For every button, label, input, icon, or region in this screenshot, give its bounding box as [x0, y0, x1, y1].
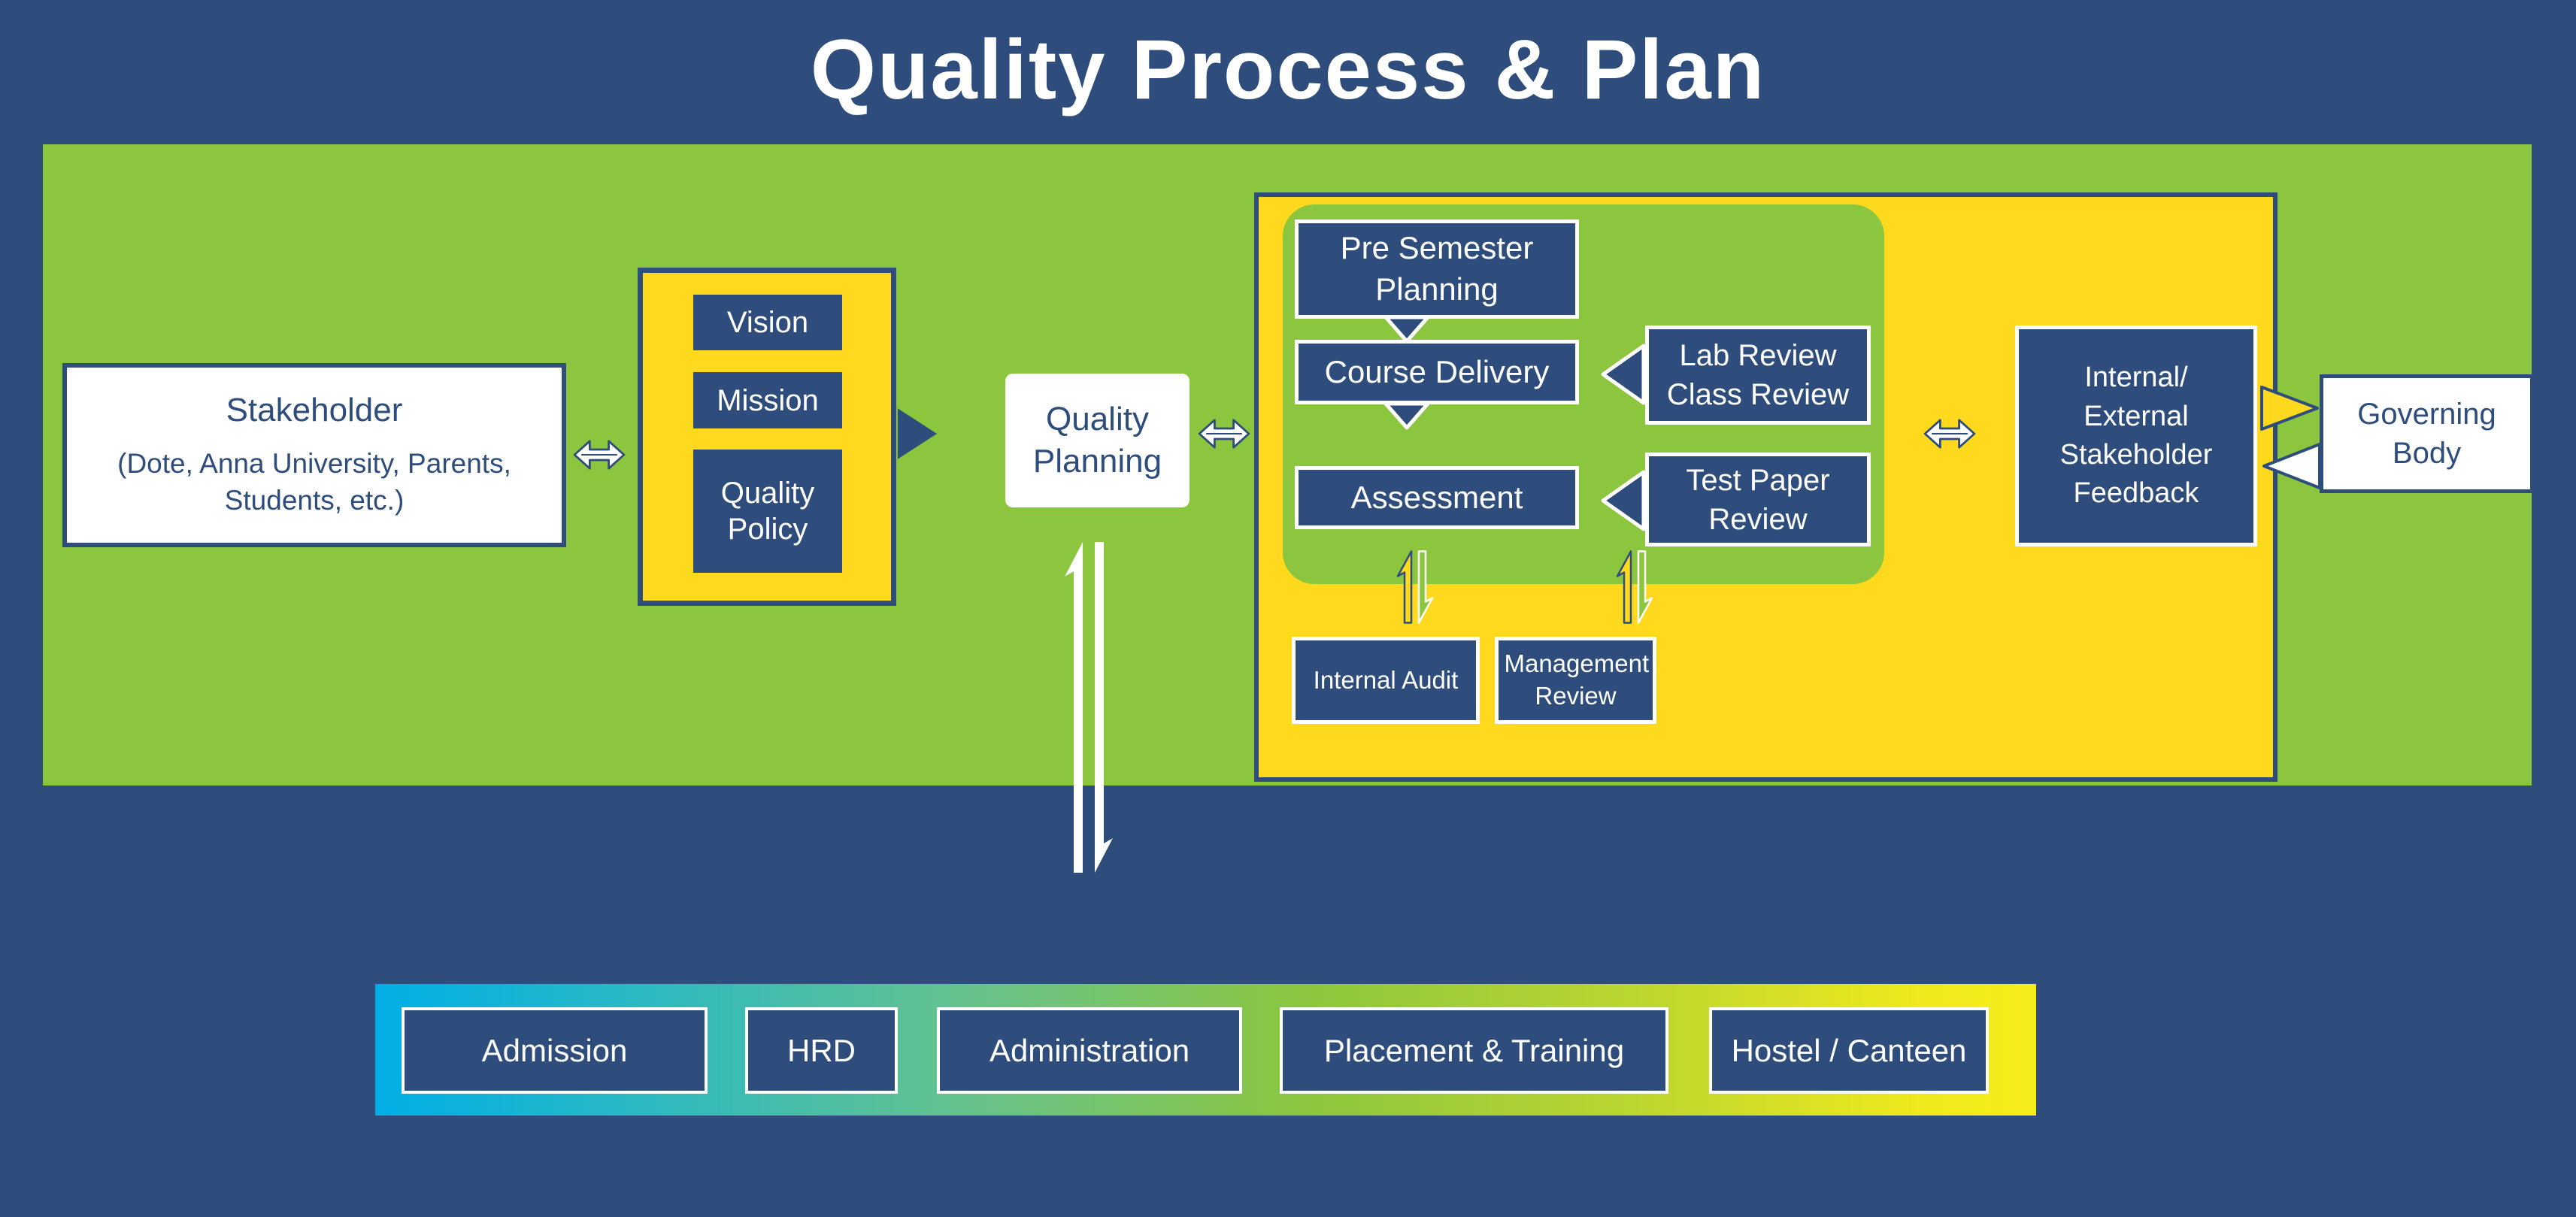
quality-policy-box: Quality Policy [693, 450, 842, 573]
department-placement-training-box: Placement & Training [1280, 1007, 1668, 1094]
course-delivery-box: Course Delivery [1295, 340, 1579, 404]
pre-semester-planning-label: Pre Semester Planning [1340, 230, 1534, 307]
yellow-right-triangle-icon [2259, 385, 2320, 431]
management-review-box: Management Review [1495, 637, 1656, 724]
deploy-double-arrow-icon [1060, 537, 1117, 877]
department-hostel-canteen-box: Hostel / Canteen [1709, 1007, 1989, 1094]
stakeholder-feedback-box: Internal/ External Stakeholder Feedback [2015, 325, 2257, 546]
white-left-triangle-icon [2262, 442, 2322, 490]
audit-cycle-arrows-icon [1615, 547, 1654, 627]
mission-box: Mission [693, 372, 842, 428]
governing-body-label: Governing Body [2357, 398, 2496, 470]
stakeholder-feedback-label: Internal/ External Stakeholder Feedback [2059, 362, 2213, 510]
stakeholder-title: Stakeholder [226, 391, 403, 428]
exchange-arrow-icon [573, 434, 626, 476]
forward-triangle-icon [896, 407, 938, 461]
test-paper-review-box: Test Paper Review [1645, 453, 1871, 546]
internal-audit-box: Internal Audit [1292, 637, 1480, 724]
quality-planning-label: Quality Planning [1032, 400, 1162, 480]
quality-planning-box: Quality Planning [1005, 374, 1190, 507]
exchange-arrow-icon [1923, 413, 1976, 455]
test-paper-review-label: Test Paper Review [1686, 463, 1830, 536]
vision-box: Vision [693, 295, 842, 350]
audit-cycle-arrows-icon [1396, 547, 1435, 627]
page-title: Quality Process & Plan [810, 23, 1766, 117]
down-triangle-icon [1383, 314, 1431, 344]
exchange-arrow-icon [1198, 413, 1250, 455]
stakeholder-subtitle-line2: Students, etc.) [224, 484, 405, 516]
governing-body-box: Governing Body [2320, 374, 2534, 493]
department-admission-box: Admission [402, 1007, 708, 1094]
department-administration-box: Administration [937, 1007, 1242, 1094]
stakeholder-subtitle-line1: (Dote, Anna University, Parents, [117, 447, 511, 479]
lab-class-review-label: Lab Review Class Review [1666, 339, 1850, 411]
department-hrd-box: HRD [745, 1007, 898, 1094]
pre-semester-planning-box: Pre Semester Planning [1295, 219, 1579, 319]
lab-class-review-box: Lab Review Class Review [1645, 325, 1871, 425]
assessment-box: Assessment [1295, 466, 1579, 529]
left-triangle-icon [1600, 469, 1647, 532]
management-review-label: Management Review [1504, 649, 1650, 710]
down-triangle-icon [1383, 401, 1431, 431]
stakeholder-box: Stakeholder (Dote, Anna University, Pare… [62, 363, 566, 547]
left-triangle-icon [1600, 343, 1647, 406]
